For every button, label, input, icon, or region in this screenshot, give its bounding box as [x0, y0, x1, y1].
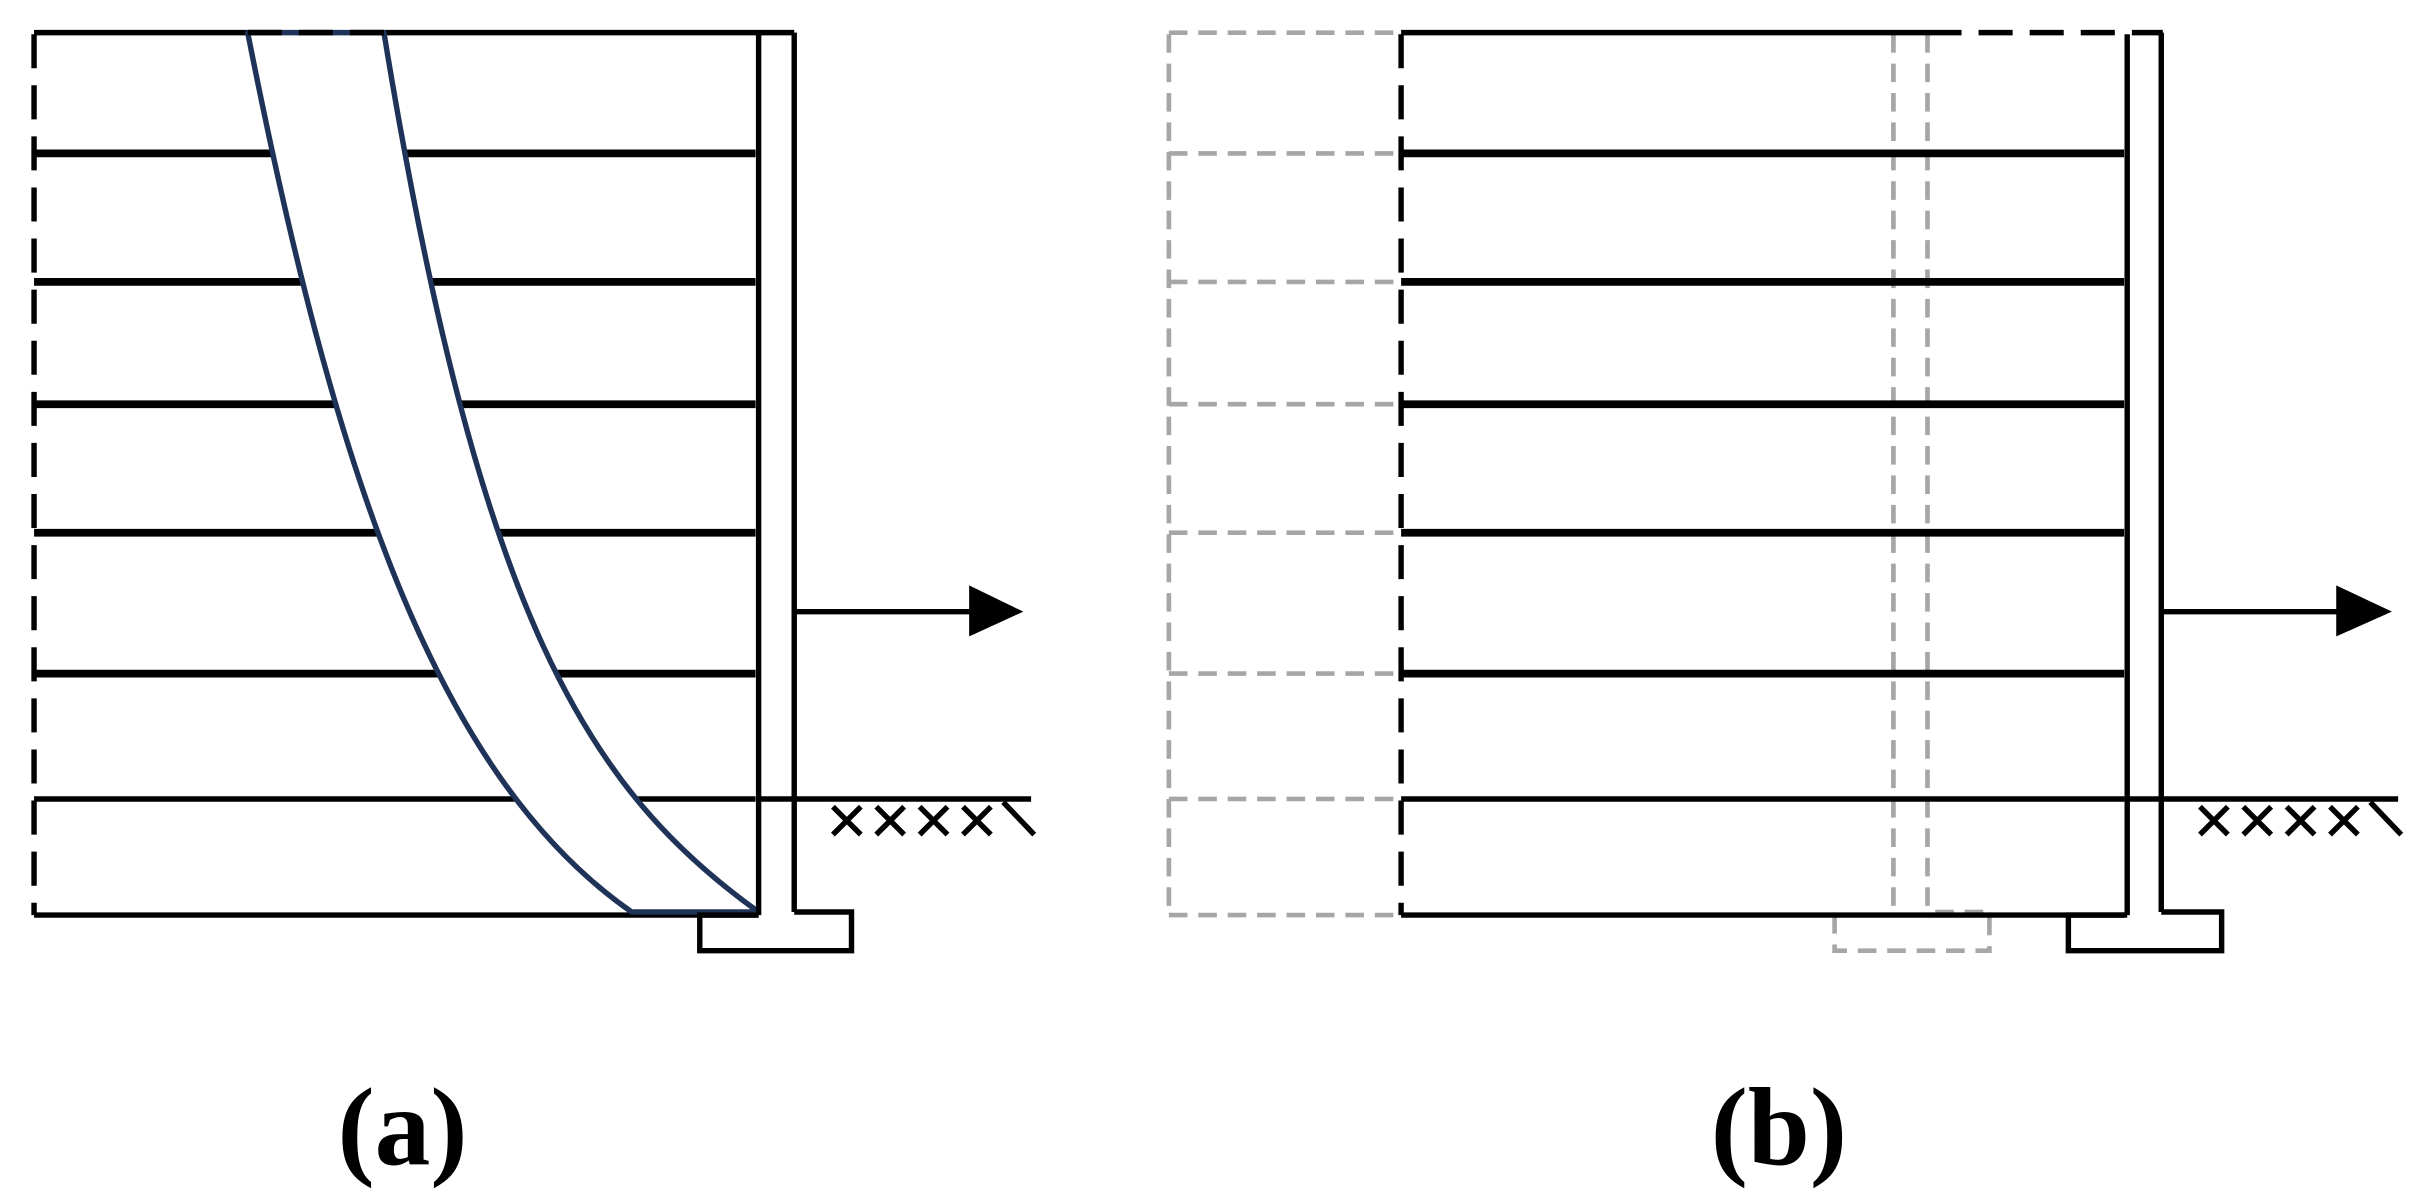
soil-block-b [1398, 29, 2163, 918]
wall-footing-b [2065, 909, 2225, 954]
ground-hatch-b [2198, 800, 2404, 837]
reinforcement-layers-b [1401, 149, 2125, 802]
ground-hatch-a [831, 800, 1037, 837]
movement-arrow-a [794, 585, 1024, 637]
wall-facing-b [2065, 32, 2225, 954]
ghost-wall-footing-b [1832, 909, 1992, 954]
wall-facing-a [697, 32, 855, 954]
panel-caption-b: (b) [1711, 1066, 1847, 1189]
wall-footing-a [697, 909, 855, 954]
panel-a: (a) [31, 29, 1037, 1189]
failure-surface-band-a [244, 29, 762, 915]
panel-caption-a: (a) [338, 1066, 468, 1189]
ground-surface-a [758, 796, 1037, 837]
ghost-original-position-b [1166, 30, 1992, 954]
arrow-head-a [969, 585, 1024, 637]
arrow-head-b [2336, 585, 2392, 637]
movement-arrow-b [2161, 585, 2392, 637]
panel-b: (b) [1166, 29, 2404, 1189]
ground-surface-b [2124, 796, 2404, 837]
